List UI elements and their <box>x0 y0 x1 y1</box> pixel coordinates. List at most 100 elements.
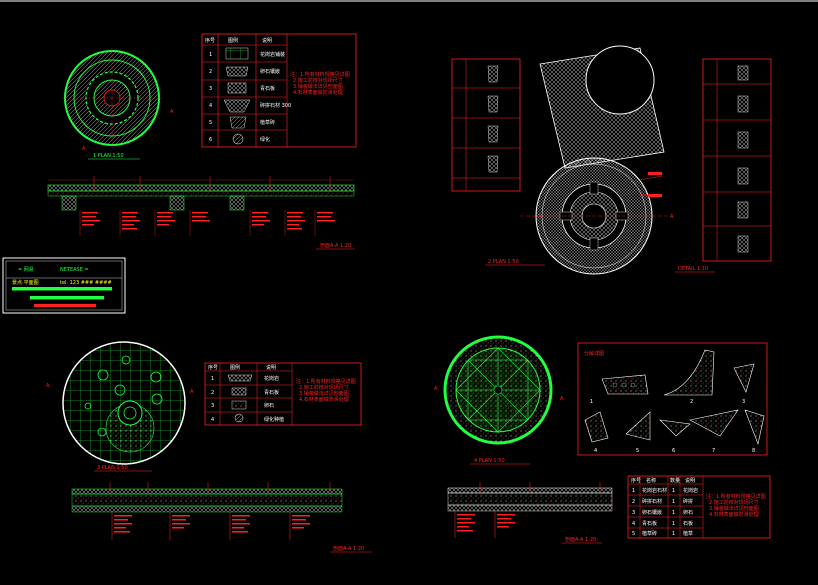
section-marker-a-2: A <box>82 146 86 152</box>
t1-note-3: 3.铺装做法详见剖面图 <box>293 83 343 90</box>
t1-row4-desc: 碎拼石材 300 <box>260 102 291 109</box>
title-block <box>2 257 126 314</box>
title-label-left: = 网易 <box>18 267 34 273</box>
t1-row3-no: 3 <box>209 86 212 92</box>
drawing-1-plan: A A <box>62 48 174 152</box>
title-sub-label: 景点.平面图 <box>12 279 39 286</box>
t1-header-no: 序号 <box>205 37 215 44</box>
d2-section-marker-left: A <box>538 214 542 220</box>
drawing-2-detail-table-left <box>451 58 521 192</box>
d4-detail-num-6: 6 <box>672 448 675 454</box>
drawing-4-section <box>447 482 613 538</box>
t3-row2-desc: 碎拼 <box>683 498 693 505</box>
t2-row2-no: 2 <box>211 390 214 396</box>
section-marker-a: A <box>170 109 174 115</box>
title-sub-scale: tel. 123 ### #### <box>60 280 112 286</box>
t2-header-legend: 图例 <box>230 364 240 371</box>
t1-row5-desc: 植草砖 <box>260 119 275 126</box>
t3-header-desc: 说明 <box>685 477 695 484</box>
t2-header-desc: 说明 <box>266 364 276 371</box>
drawing-2-plan: A A <box>520 45 674 275</box>
t2-note-1: 注：1.所有材料规格见详图 <box>296 378 356 385</box>
t3-row1-desc: 花岗岩 <box>683 487 698 494</box>
t2-row4-no: 4 <box>211 417 214 423</box>
d4-detail-num-5: 5 <box>636 448 639 454</box>
d3-section-caption: 剖面A-A 1:20 <box>333 545 364 552</box>
d3-plan-caption: 3 PLAN 1:50 <box>97 465 128 471</box>
t3-row2-no: 2 <box>632 499 635 505</box>
d1-section-caption: 剖面A-A 1:20 <box>320 242 351 249</box>
t2-row1-desc: 花岗岩 <box>264 375 279 382</box>
t1-row2-desc: 卵石镶嵌 <box>260 68 280 75</box>
drawing-4-plan: A A <box>434 335 564 445</box>
d4-detail-num-4: 4 <box>594 448 597 454</box>
d2-detail-caption: DETAIL 1:10 <box>678 266 708 272</box>
t3-row4-qty: 1 <box>672 521 675 527</box>
t1-row6-no: 6 <box>209 137 212 143</box>
t3-header-no: 序号 <box>631 477 641 484</box>
t2-header-no: 序号 <box>208 364 218 371</box>
legend-table-1 <box>201 33 357 148</box>
title-label-right: NETEASE = <box>60 267 89 273</box>
t3-row4-no: 4 <box>632 521 635 527</box>
t1-header-legend: 图例 <box>228 37 238 44</box>
t2-note-3: 3.铺装做法详见剖面图 <box>299 390 349 397</box>
drawing-2-detail-table-right <box>702 58 772 262</box>
t3-header-qty: 数量 <box>670 477 680 484</box>
t3-row5-name: 植草砖 <box>642 530 657 537</box>
t3-row5-desc: 植草 <box>683 530 693 537</box>
material-table-3 <box>627 475 771 539</box>
legend-table-2 <box>204 362 362 426</box>
t3-row3-qty: 1 <box>672 510 675 516</box>
d4-detail-num-1: 1 <box>590 399 593 405</box>
t1-row6-desc: 绿化 <box>260 136 270 143</box>
t1-header-desc: 说明 <box>262 37 272 44</box>
t3-row3-desc: 卵石 <box>683 509 693 516</box>
t1-row1-no: 1 <box>209 52 212 58</box>
t2-row3-no: 3 <box>211 403 214 409</box>
drawing-3-section <box>71 482 343 540</box>
t2-row2-desc: 青石板 <box>264 389 279 396</box>
drawing-3-plan: A A <box>46 341 194 465</box>
t3-row3-no: 3 <box>632 510 635 516</box>
d4-detail-num-2: 2 <box>690 399 693 405</box>
d4-detail-title: 分解详图 <box>584 350 604 357</box>
t3-row4-desc: 石板 <box>683 520 693 527</box>
drawing-1-section <box>47 176 355 236</box>
d1-plan-caption: 1 PLAN 1:50 <box>93 153 124 159</box>
t1-row4-no: 4 <box>209 103 212 109</box>
t3-row4-name: 青石板 <box>642 520 657 527</box>
t3-note-4: 4.石材表面做防滑处理 <box>709 511 759 518</box>
t3-note-3: 3.铺装做法详见剖面图 <box>709 505 759 512</box>
t1-row1-desc: 花岗岩铺装 <box>260 51 285 58</box>
d2-plan-caption: 2 PLAN 1:50 <box>488 259 519 265</box>
t3-row5-qty: 1 <box>672 531 675 537</box>
t3-row1-no: 1 <box>632 488 635 494</box>
d3-section-marker-left: A <box>46 383 50 389</box>
t2-row1-no: 1 <box>211 376 214 382</box>
d4-detail-num-8: 8 <box>752 448 755 454</box>
d3-section-marker-right: A <box>190 389 194 395</box>
t3-note-2: 2.施工前核对现场尺寸 <box>709 499 759 506</box>
t2-row4-desc: 绿化种植 <box>264 416 284 423</box>
d2-section-marker-right: A <box>670 214 674 220</box>
t1-note-4: 4.石材表面做防滑处理 <box>293 89 343 96</box>
d4-section-caption: 剖面A-A 1:20 <box>565 536 596 543</box>
t3-note-1: 注：1.所有材料规格见详图 <box>706 493 766 500</box>
t3-row1-qty: 1 <box>672 488 675 494</box>
t1-row5-no: 5 <box>209 120 212 126</box>
t3-row3-name: 卵石镶嵌 <box>642 509 662 516</box>
t1-note-1: 注：1.所有材料规格见详图 <box>290 71 350 78</box>
t1-note-2: 2.施工前核对现场尺寸 <box>293 77 343 84</box>
t3-row2-name: 碎拼石材 <box>642 498 662 505</box>
t3-row1-name: 花岗岩石材 <box>642 487 667 494</box>
t3-row2-qty: 1 <box>672 499 675 505</box>
d4-detail-num-3: 3 <box>742 399 745 405</box>
t3-header-name: 名称 <box>646 477 656 484</box>
t2-note-4: 4.石材表面做防滑处理 <box>299 396 349 403</box>
d4-detail-num-7: 7 <box>712 448 715 454</box>
t3-row5-no: 5 <box>632 531 635 537</box>
t1-row2-no: 2 <box>209 69 212 75</box>
t2-row3-desc: 卵石 <box>264 402 274 409</box>
